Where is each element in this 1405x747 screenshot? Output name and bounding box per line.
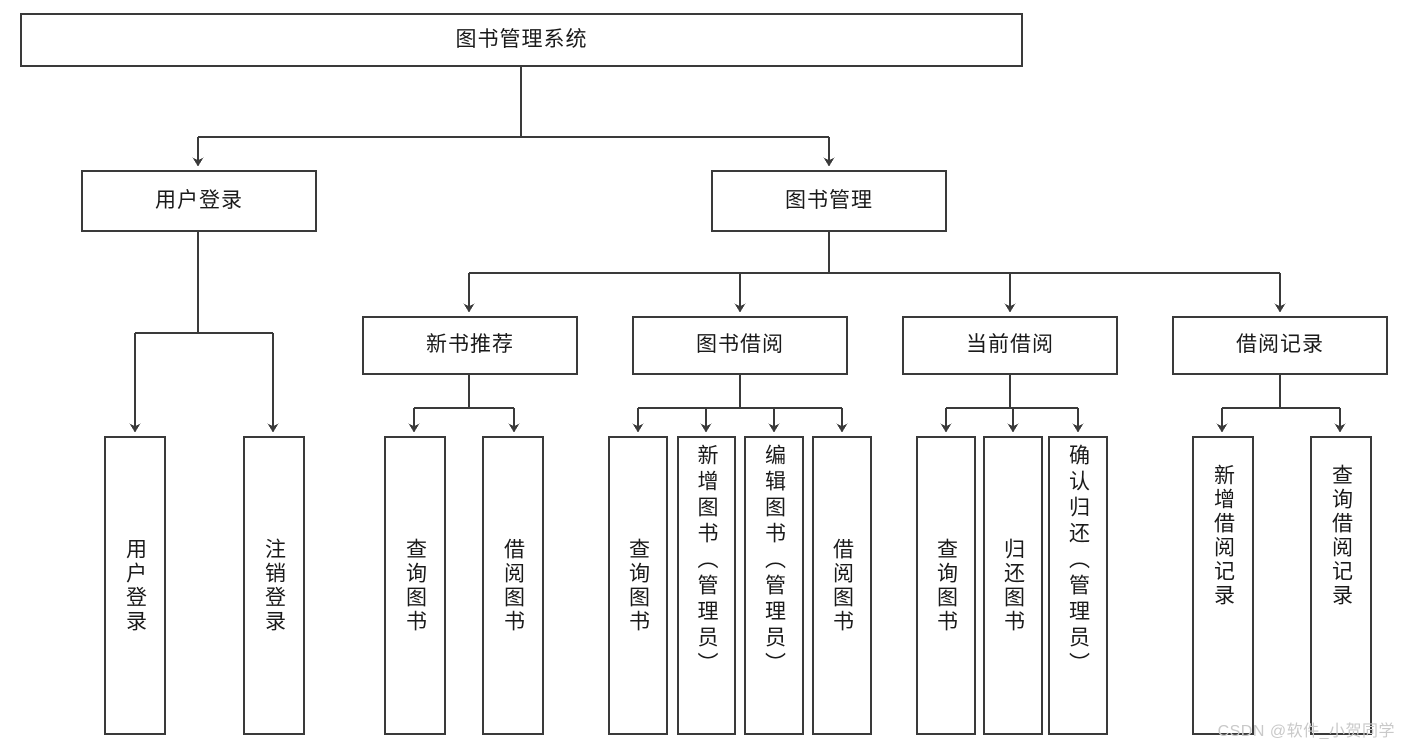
- node-label: 新增借阅记录: [1211, 464, 1235, 608]
- node-label: 新增图书（管理员）: [695, 444, 718, 678]
- node-label: 注销登录: [262, 537, 286, 634]
- node-label: 当前借阅: [966, 333, 1054, 357]
- node-label: 查询借阅记录: [1329, 464, 1353, 608]
- node-label: 图书借阅: [696, 333, 784, 357]
- node-label: 查询图书: [626, 537, 650, 634]
- node-book-manage[interactable]: 图书管理: [711, 170, 947, 232]
- node-label: 图书管理: [785, 188, 873, 212]
- leaf-logout-login[interactable]: 注销登录: [243, 436, 305, 735]
- node-label: 借阅图书: [830, 537, 854, 634]
- node-label: 用户登录: [155, 188, 243, 212]
- node-new-book-rec[interactable]: 新书推荐: [362, 316, 578, 375]
- node-root-system[interactable]: 图书管理系统: [20, 13, 1023, 67]
- node-label: 确认归还（管理员）: [1066, 444, 1090, 678]
- node-label: 编辑图书（管理员）: [762, 444, 786, 678]
- node-label: 新书推荐: [426, 333, 514, 357]
- node-current-borrow[interactable]: 当前借阅: [902, 316, 1118, 375]
- leaf-query-borrow-record[interactable]: 查询借阅记录: [1310, 436, 1372, 735]
- leaf-query-book-new-rec[interactable]: 查询图书: [384, 436, 446, 735]
- node-label: 归还图书: [1001, 537, 1025, 634]
- node-label: 图书管理系统: [455, 27, 588, 51]
- leaf-query-book-borrow[interactable]: 查询图书: [608, 436, 668, 735]
- leaf-borrow-book-new-rec[interactable]: 借阅图书: [482, 436, 544, 735]
- node-borrow-record[interactable]: 借阅记录: [1172, 316, 1388, 375]
- node-user-login[interactable]: 用户登录: [81, 170, 317, 232]
- leaf-confirm-return-admin[interactable]: 确认归还（管理员）: [1048, 436, 1108, 735]
- node-book-borrow[interactable]: 图书借阅: [632, 316, 848, 375]
- leaf-return-book[interactable]: 归还图书: [983, 436, 1043, 735]
- node-label: 借阅图书: [501, 537, 525, 634]
- csdn-watermark: CSDN @软件_小贺同学: [1217, 723, 1395, 740]
- node-label: 借阅记录: [1236, 333, 1324, 357]
- leaf-borrow-book-borrow[interactable]: 借阅图书: [812, 436, 872, 735]
- leaf-edit-book-admin[interactable]: 编辑图书（管理员）: [744, 436, 804, 735]
- node-label: 查询图书: [934, 537, 958, 634]
- node-label: 查询图书: [403, 537, 427, 634]
- leaf-add-borrow-record[interactable]: 新增借阅记录: [1192, 436, 1254, 735]
- node-label: 用户登录: [123, 537, 147, 634]
- leaf-query-book-current[interactable]: 查询图书: [916, 436, 976, 735]
- leaf-user-login[interactable]: 用户登录: [104, 436, 166, 735]
- leaf-add-book-admin[interactable]: 新增图书（管理员）: [677, 436, 736, 735]
